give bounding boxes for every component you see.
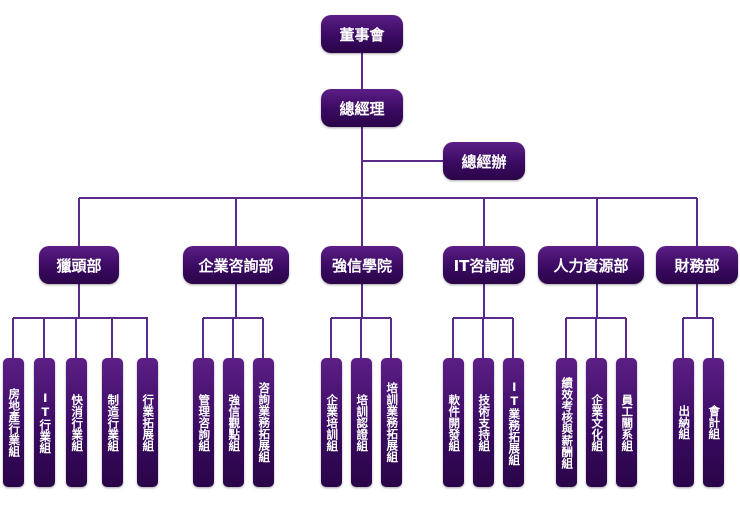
dept-label: 企業咨詢部 [198, 256, 274, 275]
dept-headhunting: 獵頭部 [39, 246, 119, 284]
group-node: 培訓業務拓展組 [381, 358, 402, 487]
board-node: 董事會 [321, 15, 403, 53]
group-node: 軟件開發組 [443, 358, 464, 487]
gm-node: 總經理 [321, 89, 403, 127]
group-node: 管理咨詢組 [193, 358, 214, 487]
group-node: 會計組 [703, 358, 724, 487]
group-node: IT行業組 [34, 358, 55, 487]
dept-label: IT咨詢部 [453, 256, 515, 275]
group-node: 績效考核與薪酬組 [556, 358, 577, 487]
dept-label: 強信學院 [331, 256, 392, 275]
board-label: 董事會 [339, 25, 385, 44]
group-node: 咨詢業務拓展組 [253, 358, 274, 487]
group-node: 技術支持組 [473, 358, 494, 487]
group-node: 員工關系組 [616, 358, 637, 487]
dept-enterprise-consulting: 企業咨詢部 [183, 246, 289, 284]
group-node: 快消行業組 [66, 358, 87, 487]
dept-academy: 強信學院 [321, 246, 403, 284]
group-node: 培訓認證組 [351, 358, 372, 487]
group-node: 企業文化組 [586, 358, 607, 487]
gm-office-node: 總經辦 [443, 142, 525, 180]
gm-label: 總經理 [339, 99, 385, 118]
dept-it-consulting: IT咨詢部 [443, 246, 525, 284]
group-node: 行業拓展組 [137, 358, 158, 487]
group-node: 強信觀點組 [223, 358, 244, 487]
dept-label: 財務部 [674, 256, 720, 275]
dept-label: 人力資源部 [553, 256, 629, 275]
dept-finance: 財務部 [656, 246, 738, 284]
group-node: 制造行業組 [102, 358, 123, 487]
group-node: IT業務拓展組 [503, 358, 524, 487]
dept-hr: 人力資源部 [538, 246, 644, 284]
group-node: 出納組 [673, 358, 694, 487]
group-node: 房地產行業組 [3, 358, 24, 487]
group-node: 企業培訓組 [321, 358, 342, 487]
dept-label: 獵頭部 [56, 256, 102, 275]
gm-office-label: 總經辦 [461, 152, 507, 171]
